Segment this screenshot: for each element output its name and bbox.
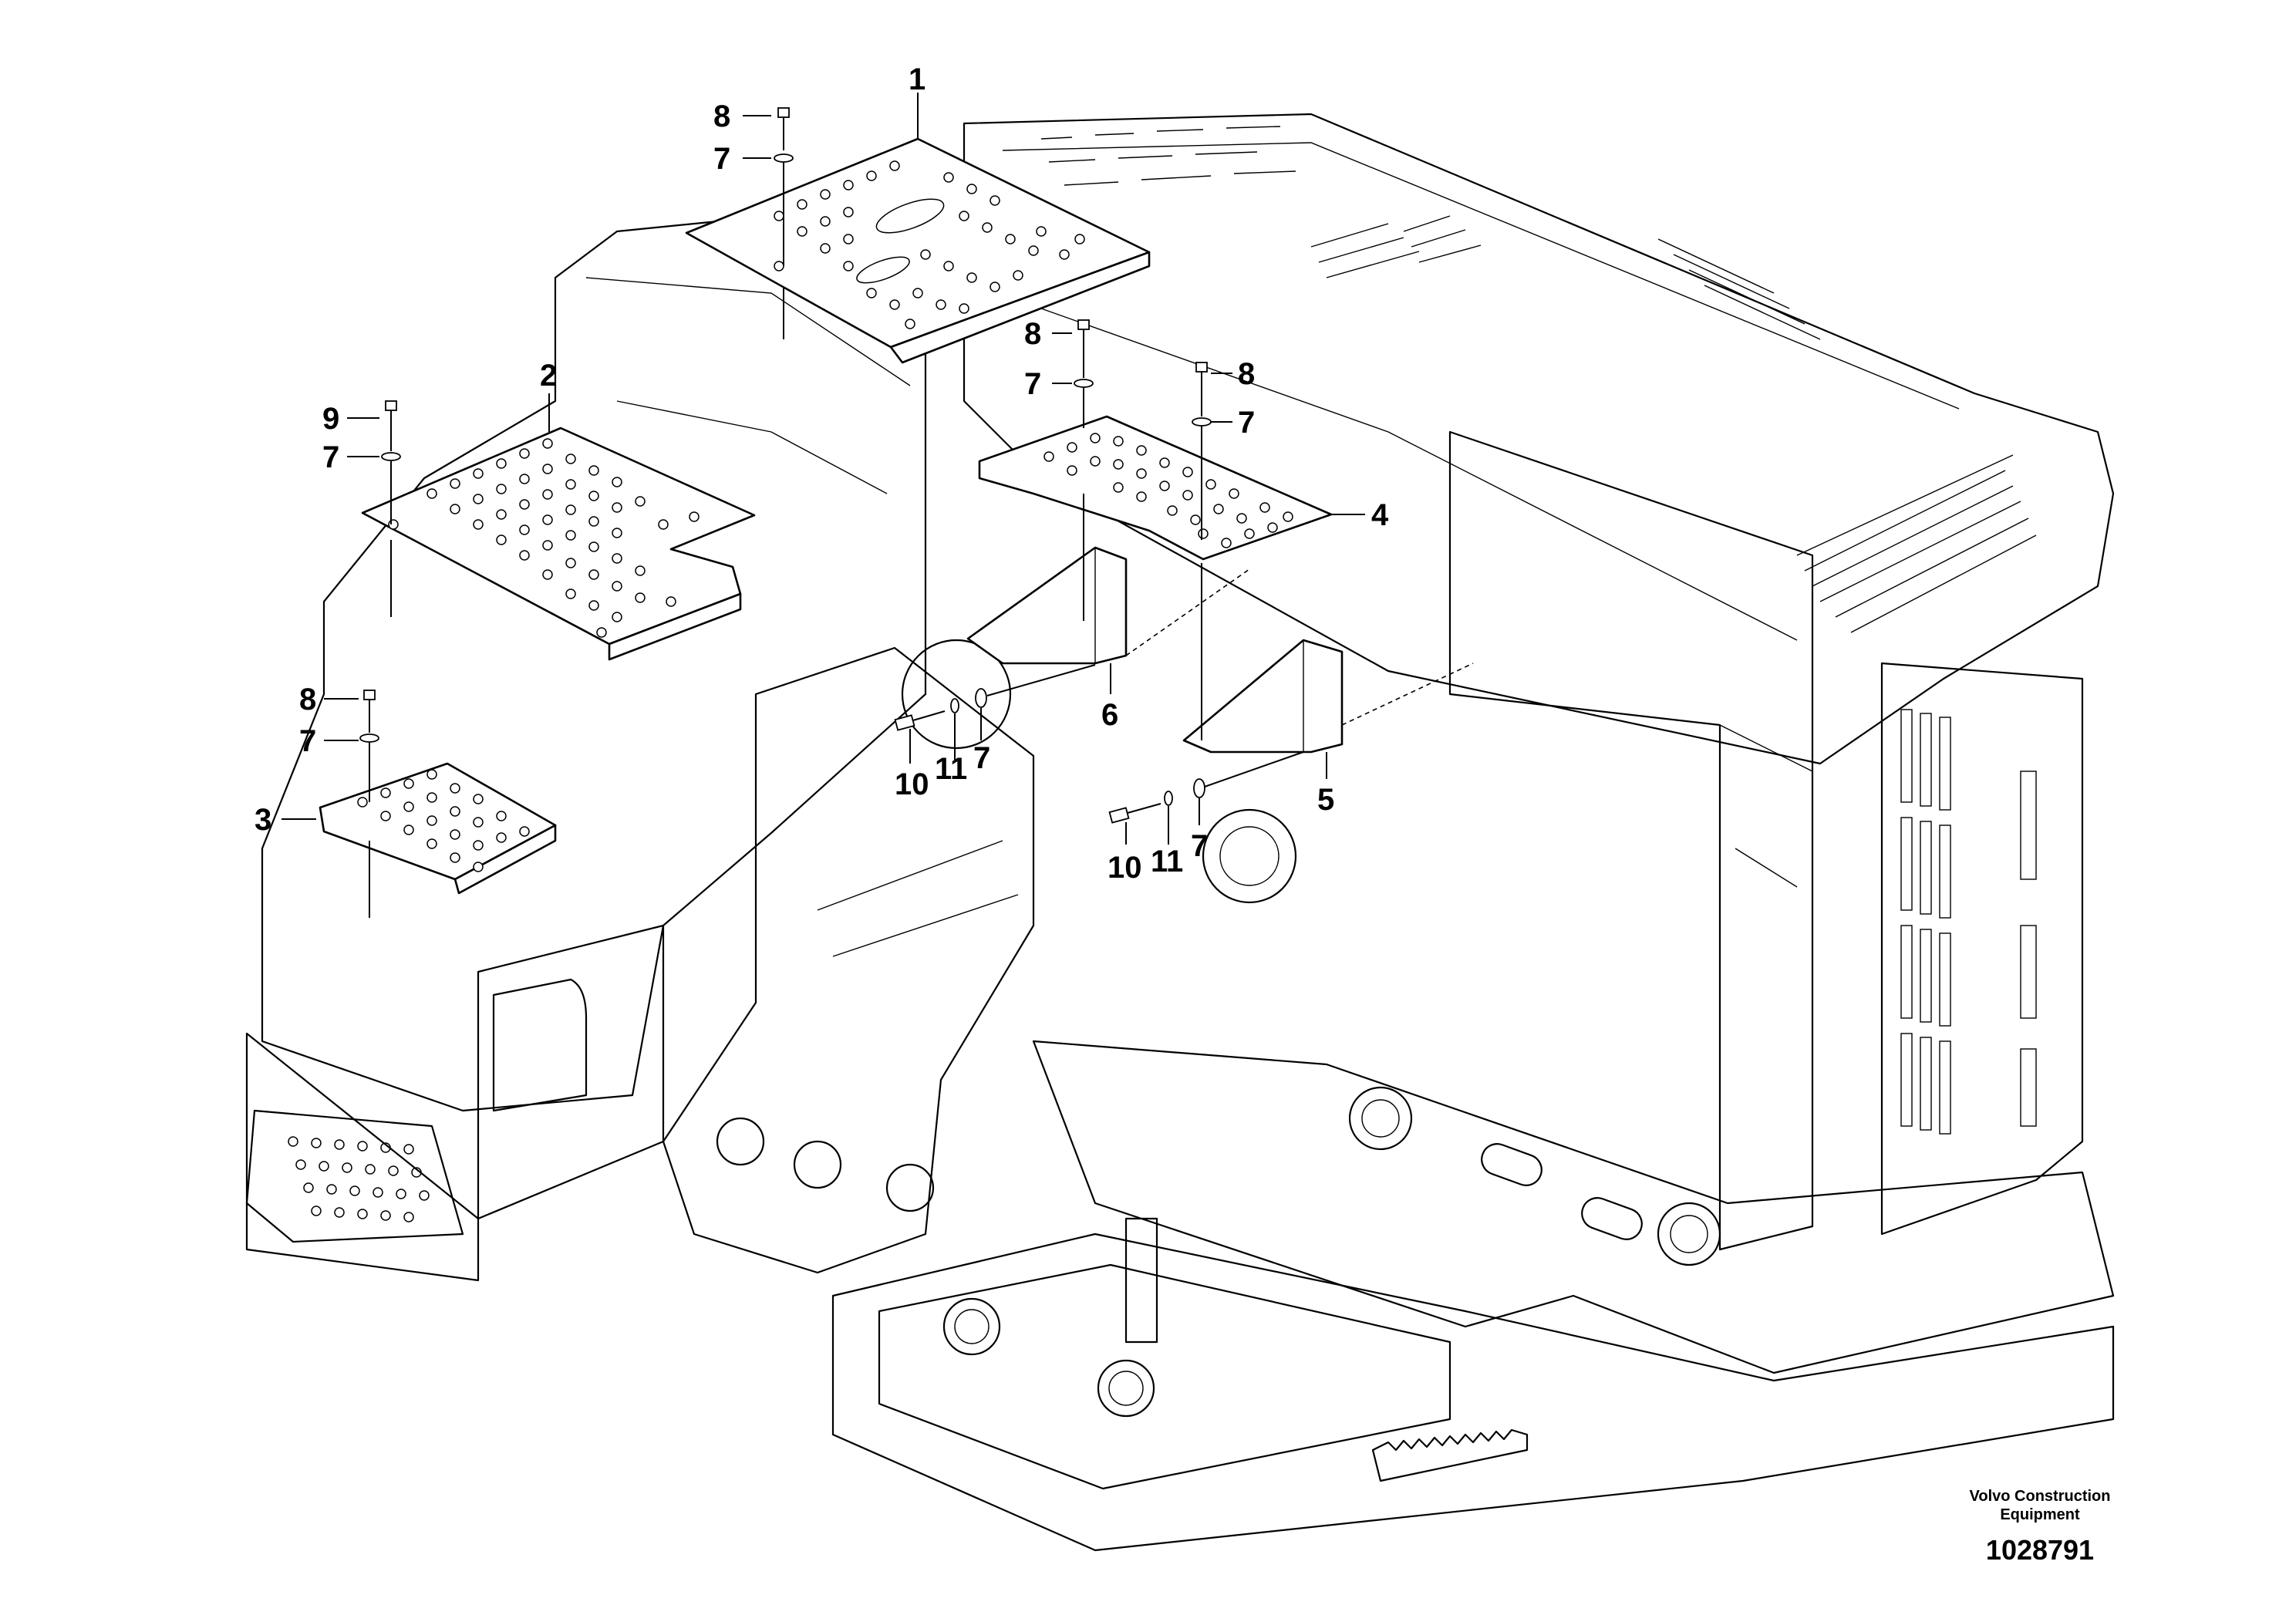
plate-2 — [361, 427, 756, 661]
callout-8-plate-4-right: 8 — [1238, 357, 1255, 391]
plate-3-holes — [357, 769, 530, 872]
plate-4 — [978, 415, 1333, 561]
title-block: Volvo Construction Equipment 1028791 — [1970, 1488, 2111, 1566]
brand-line-1: Volvo Construction — [1970, 1488, 2111, 1505]
hood-ridge — [1002, 142, 1960, 641]
callout-8-top: 8 — [713, 99, 730, 133]
counterweight-tray — [831, 1233, 2115, 1552]
drawing-number: 1028791 — [1986, 1534, 2094, 1566]
right-pivot — [1202, 808, 1297, 904]
left-cab-structure — [261, 214, 927, 1112]
fasteners — [282, 93, 1474, 918]
callout-1: 1 — [909, 62, 925, 96]
callout-11-left: 11 — [935, 752, 967, 786]
callout-7-plate-4-left: 7 — [1024, 367, 1041, 401]
callout-7-left: 7 — [973, 741, 990, 775]
callout-2: 2 — [540, 359, 557, 393]
base-frame — [1032, 1040, 2115, 1374]
bolt-9-plate-2 — [381, 400, 401, 617]
left-step-holes — [288, 1136, 430, 1222]
left-step — [245, 1109, 464, 1243]
bracket-6 — [966, 546, 1128, 665]
callout-8-plate-3: 8 — [299, 683, 316, 717]
callout-labels: 1 8 7 2 9 7 8 7 3 8 7 8 7 4 6 5 10 11 7 … — [255, 62, 1389, 885]
plate-3 — [319, 762, 557, 895]
callout-8-plate-4-left: 8 — [1024, 317, 1041, 351]
plate-1 — [685, 137, 1151, 364]
bracket-5 — [1182, 639, 1344, 754]
callout-7-plate-3: 7 — [299, 724, 316, 758]
callout-7-plate-4-right: 7 — [1238, 406, 1255, 440]
callout-6: 6 — [1101, 698, 1118, 732]
bolt-10-bracket-6 — [894, 568, 1250, 731]
callout-7-right: 7 — [1191, 829, 1208, 863]
callout-11-right: 11 — [1151, 845, 1183, 878]
lower-left-slab — [245, 1032, 480, 1282]
callout-4: 4 — [1371, 498, 1389, 532]
bolt-8-plate-3 — [359, 690, 379, 918]
callout-3: 3 — [255, 803, 271, 837]
callout-5: 5 — [1317, 783, 1334, 817]
plate-2-holes — [388, 438, 700, 638]
machine-frame — [245, 113, 2115, 1552]
plate-1-holes — [774, 160, 1085, 329]
bolt-8-plate-4-left — [1074, 319, 1094, 621]
callout-7-plate-2: 7 — [322, 440, 339, 474]
left-lower-panel — [477, 924, 665, 1220]
bolt-10-bracket-5 — [1108, 663, 1474, 824]
side-panel-vents — [1796, 454, 2037, 633]
callout-10-right: 10 — [1108, 851, 1142, 885]
boom-mount — [662, 646, 1035, 1274]
hood-vents-upper — [1040, 126, 1821, 340]
center-side-panel — [1448, 430, 1814, 1251]
right-grille-housing — [1880, 662, 2084, 1236]
callout-9: 9 — [322, 402, 339, 436]
bolt-8-plate-1 — [774, 107, 794, 339]
serrated-step-handle — [1371, 1428, 1529, 1482]
right-grille-slots — [1900, 709, 2037, 1135]
swing-pivot — [901, 639, 1012, 750]
brand-line-2: Equipment — [2000, 1506, 2080, 1523]
callout-10-left: 10 — [895, 767, 929, 801]
callout-7-top: 7 — [713, 142, 730, 176]
